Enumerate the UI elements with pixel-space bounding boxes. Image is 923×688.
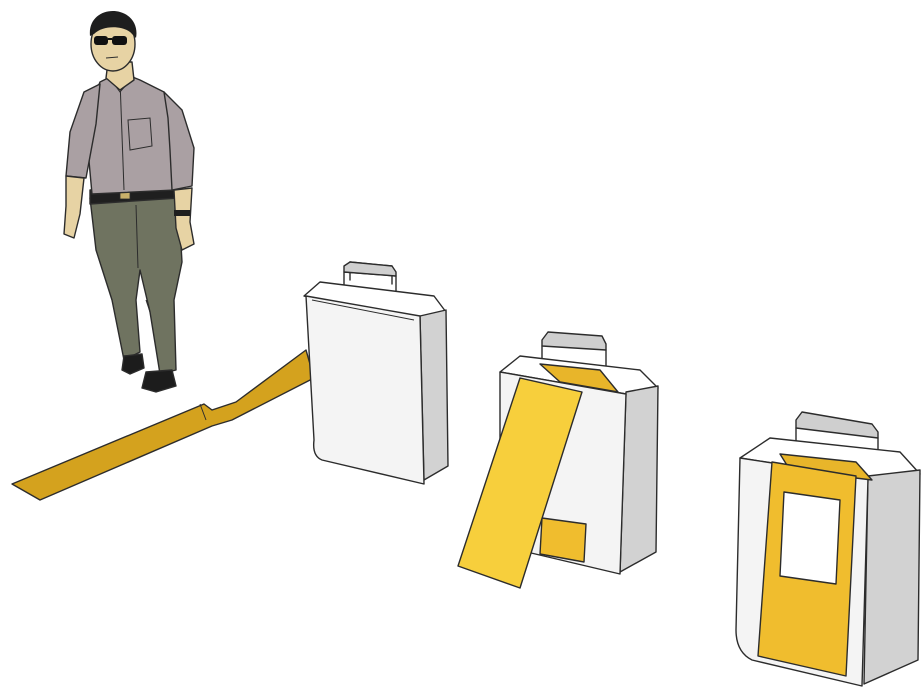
man-wristwatch: [174, 210, 190, 216]
man-left-shoe: [122, 354, 144, 374]
man-head: [90, 11, 137, 71]
suitcase-2-strap-lower: [540, 518, 586, 562]
suitcase-plain: [304, 262, 448, 484]
man-trousers: [90, 194, 182, 374]
walking-man-figure: [64, 11, 194, 392]
suitcase-with-wrapped-strap: [736, 412, 920, 686]
suitcase-3-strap-window: [780, 492, 840, 584]
man-right-shoe: [142, 370, 176, 392]
suitcase-with-leaning-strap: [458, 332, 658, 588]
man-shirt: [66, 72, 194, 194]
man-left-forearm: [64, 176, 84, 238]
